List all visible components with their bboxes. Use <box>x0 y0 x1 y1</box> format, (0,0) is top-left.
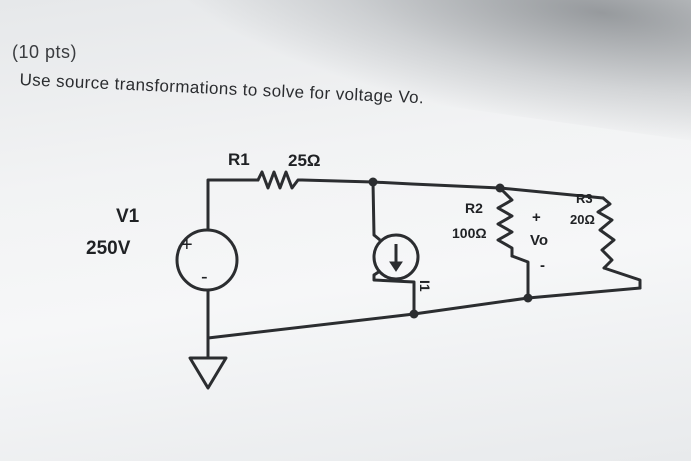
vo-plus: + <box>532 209 541 226</box>
r1-value: 25Ω <box>288 151 321 170</box>
wire-top-right <box>371 180 502 190</box>
wire-top-r3 <box>498 186 605 200</box>
v1-value: 250V <box>86 238 131 259</box>
current-source-i1 <box>372 233 420 281</box>
v1-minus: - <box>201 266 208 288</box>
resistor-r2 <box>496 186 514 258</box>
wire-i1-top <box>371 180 376 237</box>
junction-dot <box>495 183 505 193</box>
points-label: (10 pts) <box>12 42 78 62</box>
r1-name: R1 <box>228 150 250 169</box>
resistor-r3 <box>596 196 616 270</box>
r2-name: R2 <box>465 200 483 216</box>
ground-icon <box>188 356 228 390</box>
r3-name: R3 <box>576 191 593 206</box>
r3-value: 20Ω <box>570 212 595 227</box>
v1-plus: + <box>181 234 193 256</box>
current-arrow-icon <box>389 244 403 272</box>
wire-r2-bottom <box>510 254 530 298</box>
junction-dot <box>523 293 533 303</box>
resistor-r1 <box>256 170 304 190</box>
wire-bottom <box>206 286 642 340</box>
i1-name: I1 <box>417 280 433 292</box>
wire-i1-bottom <box>372 273 416 314</box>
junction-dot <box>368 177 378 187</box>
wire-top-mid <box>300 178 375 184</box>
wire-r3-bottom <box>602 266 642 290</box>
wire-top-left <box>206 178 260 232</box>
vo-name: Vo <box>530 232 548 249</box>
r2-value: 100Ω <box>452 225 487 241</box>
v1-name: V1 <box>116 206 140 227</box>
vo-minus: - <box>540 257 545 274</box>
junction-dots <box>368 177 533 319</box>
voltage-source-v1 <box>175 228 239 292</box>
junction-dot <box>409 309 419 319</box>
